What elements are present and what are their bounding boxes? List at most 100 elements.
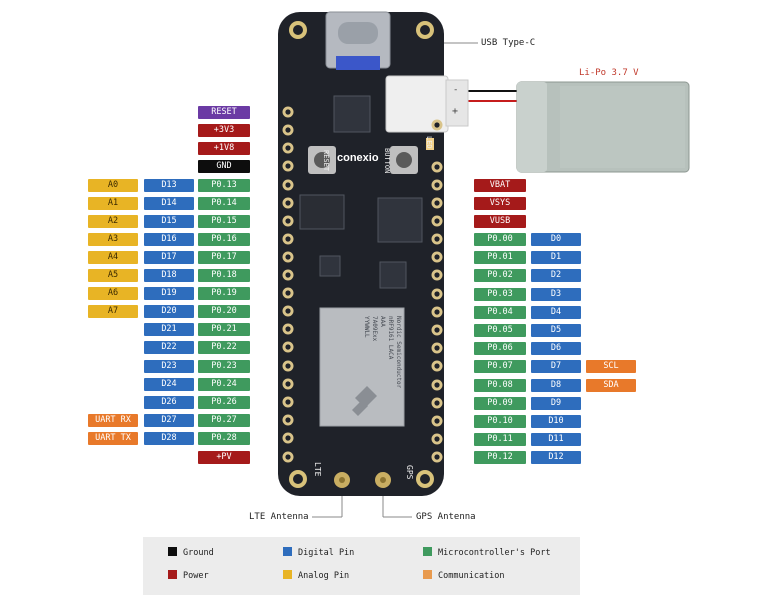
port-pin-label: P0.28 bbox=[198, 432, 250, 445]
port-pin-label: P0.10 bbox=[474, 415, 526, 428]
port-pin-label: P0.08 bbox=[474, 379, 526, 392]
legend-digital: Digital Pin bbox=[283, 547, 354, 558]
pin-label-vsys: VSYS bbox=[474, 197, 526, 210]
digital-pin-label: D19 bbox=[144, 287, 194, 300]
led bbox=[426, 138, 434, 150]
port-pin-label: P0.01 bbox=[474, 251, 526, 264]
port-pin-label: P0.15 bbox=[198, 215, 250, 228]
digital-pin-label: D6 bbox=[531, 342, 581, 355]
pin-label-reset: RESET bbox=[198, 106, 250, 119]
digital-pin-label: D1 bbox=[531, 251, 581, 264]
port-pin-label: P0.04 bbox=[474, 306, 526, 319]
digital-pin-label: D0 bbox=[531, 233, 581, 246]
digital-pin-label: D8 bbox=[531, 379, 581, 392]
chip-3 bbox=[379, 261, 407, 289]
digital-pin-label: D2 bbox=[531, 269, 581, 282]
lipo-battery bbox=[516, 81, 690, 173]
pin-headers bbox=[282, 106, 443, 463]
legend-ground: Ground bbox=[168, 547, 214, 558]
module-marking: Nordic Semiconductor nRF9161 LACA AAA 7A… bbox=[362, 316, 402, 388]
digital-pin-label: D21 bbox=[144, 323, 194, 336]
port-pin-label: P0.18 bbox=[198, 269, 250, 282]
pin-label-vusb: VUSB bbox=[474, 215, 526, 228]
digital-pin-label: D16 bbox=[144, 233, 194, 246]
uart-pin-label: UART TX bbox=[88, 432, 138, 445]
module-line: nRF9161 LACA bbox=[387, 316, 394, 360]
battery-minus-mark: - bbox=[453, 85, 459, 95]
analog-pin-label: A0 bbox=[88, 179, 138, 192]
digital-pin-label: D13 bbox=[144, 179, 194, 192]
button-silkscreen: BUTTON bbox=[383, 148, 391, 174]
chip-5 bbox=[299, 194, 345, 230]
module-line: YYWWLL bbox=[363, 316, 370, 338]
legend-port: Microcontroller's Port bbox=[423, 547, 551, 558]
pin-label-1v8: +1V8 bbox=[198, 142, 250, 155]
analog-pin-label: A1 bbox=[88, 197, 138, 210]
digital-pin-label: D26 bbox=[144, 396, 194, 409]
pin-label-pv: +PV bbox=[198, 451, 250, 464]
lte-silkscreen: LTE bbox=[313, 462, 322, 477]
port-pin-label: P0.07 bbox=[474, 360, 526, 373]
module-line: AAA bbox=[379, 316, 386, 327]
port-pin-label: P0.13 bbox=[198, 179, 250, 192]
gps-silkscreen: GPS bbox=[405, 465, 414, 480]
port-pin-label: P0.00 bbox=[474, 233, 526, 246]
digital-pin-label: D5 bbox=[531, 324, 581, 337]
digital-pin-label: D9 bbox=[531, 397, 581, 410]
port-pin-label: P0.09 bbox=[474, 397, 526, 410]
legend: Ground Power Digital Pin Analog Pin Micr… bbox=[143, 537, 580, 595]
digital-pin-label: D27 bbox=[144, 414, 194, 427]
module-line: 7A09Exx bbox=[371, 316, 378, 342]
analog-pin-label: A3 bbox=[88, 233, 138, 246]
analog-pin-label: A4 bbox=[88, 251, 138, 264]
port-pin-label: P0.11 bbox=[474, 433, 526, 446]
module-line: Nordic Semiconductor bbox=[395, 316, 402, 389]
digital-pin-label: D14 bbox=[144, 197, 194, 210]
analog-pin-label: A5 bbox=[88, 269, 138, 282]
digital-pin-label: D28 bbox=[144, 432, 194, 445]
legend-communication: Communication bbox=[423, 570, 505, 581]
analog-pin-label: A2 bbox=[88, 215, 138, 228]
led-silkscreen: LED bbox=[425, 136, 433, 149]
i2c-pin-label: SCL bbox=[586, 360, 636, 373]
digital-pin-label: D12 bbox=[531, 451, 581, 464]
digital-pin-label: D10 bbox=[531, 415, 581, 428]
chip-2 bbox=[377, 197, 423, 243]
legend-analog: Analog Pin bbox=[283, 570, 349, 581]
reset-silkscreen: RESET bbox=[322, 150, 330, 172]
port-pin-label: P0.17 bbox=[198, 251, 250, 264]
digital-pin-label: D7 bbox=[531, 360, 581, 373]
digital-pin-label: D20 bbox=[144, 305, 194, 318]
port-pin-label: P0.23 bbox=[198, 360, 250, 373]
pin-label-gnd: GND bbox=[198, 160, 250, 173]
port-pin-label: P0.02 bbox=[474, 269, 526, 282]
port-pin-label: P0.12 bbox=[474, 451, 526, 464]
uart-pin-label: UART RX bbox=[88, 414, 138, 427]
analog-pin-label: A7 bbox=[88, 305, 138, 318]
digital-pin-label: D15 bbox=[144, 215, 194, 228]
port-pin-label: P0.27 bbox=[198, 414, 250, 427]
i2c-pin-label: SDA bbox=[586, 379, 636, 392]
analog-pin-label: A6 bbox=[88, 287, 138, 300]
digital-pin-label: D18 bbox=[144, 269, 194, 282]
lte-antenna-callout: LTE Antenna bbox=[249, 512, 309, 522]
port-pin-label: P0.21 bbox=[198, 323, 250, 336]
port-pin-label: P0.26 bbox=[198, 396, 250, 409]
port-pin-label: P0.16 bbox=[198, 233, 250, 246]
usb-callout: USB Type-C bbox=[481, 38, 536, 48]
pin-label-3v3: +3V3 bbox=[198, 124, 250, 137]
battery-plus-mark: + bbox=[452, 106, 459, 117]
digital-pin-label: D22 bbox=[144, 341, 194, 354]
mcu-chip bbox=[333, 95, 371, 133]
digital-pin-label: D11 bbox=[531, 433, 581, 446]
digital-pin-label: D23 bbox=[144, 360, 194, 373]
port-pin-label: P0.22 bbox=[198, 341, 250, 354]
digital-pin-label: D24 bbox=[144, 378, 194, 391]
digital-pin-label: D3 bbox=[531, 288, 581, 301]
brand-logo: conexio bbox=[337, 152, 379, 164]
port-pin-label: P0.14 bbox=[198, 197, 250, 210]
legend-power: Power bbox=[168, 570, 209, 581]
digital-pin-label: D4 bbox=[531, 306, 581, 319]
digital-pin-label: D17 bbox=[144, 251, 194, 264]
